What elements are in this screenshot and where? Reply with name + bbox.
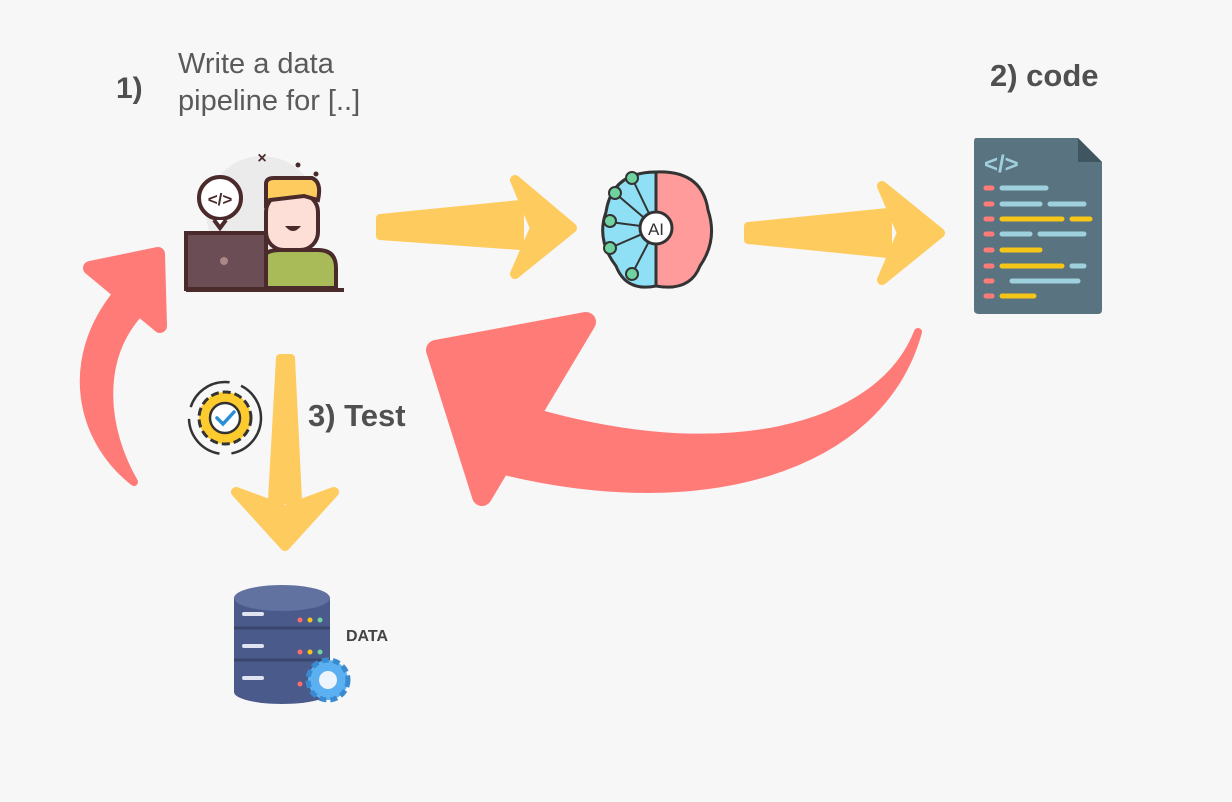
developer-laptop-icon: × </>	[184, 150, 344, 292]
database-gear-icon	[234, 585, 351, 704]
arrow-ai-to-code	[744, 181, 945, 285]
prompt-line-1: Write a data	[178, 48, 334, 80]
step-1-prompt: Write a data pipeline for [..]	[178, 46, 360, 120]
ai-label: AI	[648, 220, 664, 239]
code-file-icon: </>	[974, 138, 1102, 314]
ai-brain-icon: AI	[601, 170, 714, 289]
step-1-label: 1)	[116, 72, 143, 105]
test-gear-check-icon	[187, 380, 263, 456]
step-3-label: 3) Test	[308, 398, 406, 433]
arrow-feedback-to-user	[79, 247, 167, 486]
arrow-user-to-ai	[376, 175, 577, 279]
step-2-label: 2) code	[990, 58, 1099, 93]
svg-text:</>: </>	[984, 151, 1019, 178]
svg-text:×: ×	[257, 150, 266, 167]
svg-text:</>: </>	[208, 190, 233, 209]
arrow-test-to-data	[231, 354, 339, 551]
prompt-line-2: pipeline for [..]	[178, 85, 361, 117]
database-label: DATA	[346, 628, 389, 645]
arrow-feedback-to-ai	[426, 312, 922, 506]
